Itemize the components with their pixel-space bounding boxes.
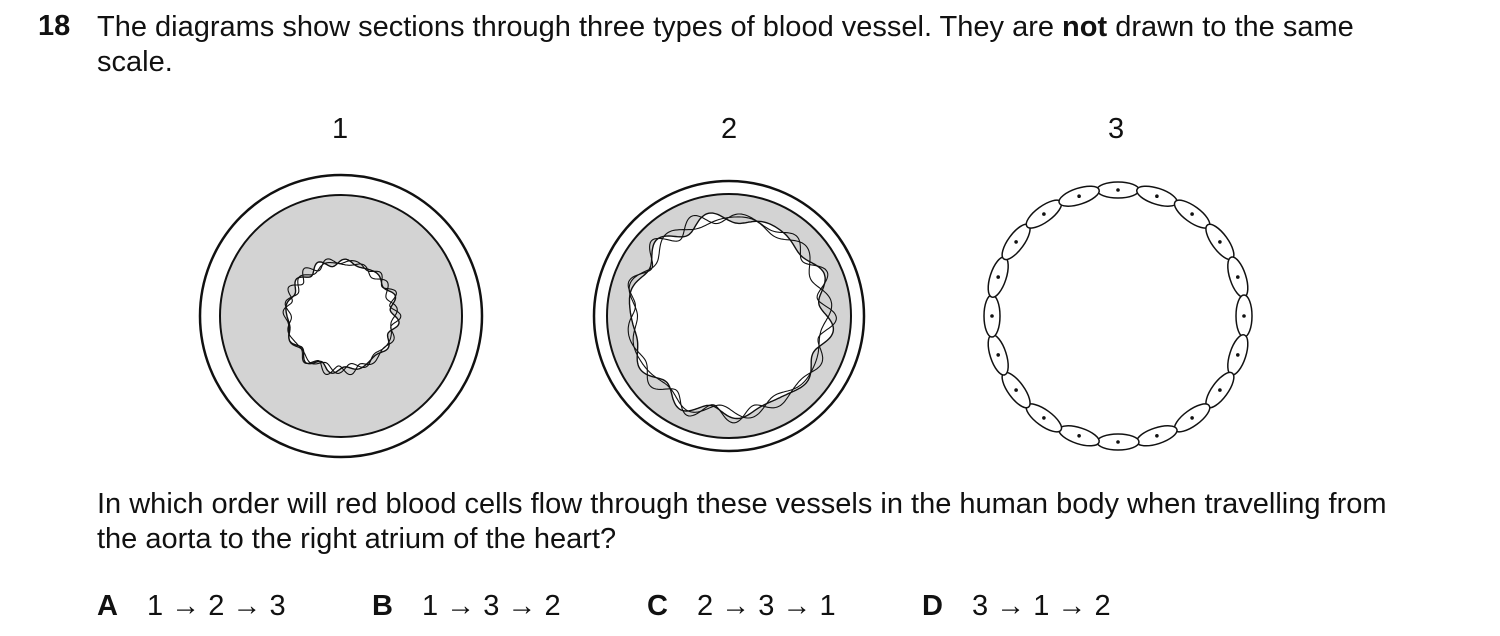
cell-nucleus xyxy=(1014,240,1018,244)
option-d-letter: D xyxy=(922,590,943,622)
option-a[interactable]: A 1 → 2 → 3 xyxy=(97,590,286,623)
cell-nucleus xyxy=(1236,353,1240,357)
cell-nucleus xyxy=(1236,275,1240,279)
option-d[interactable]: D 3 → 1 → 2 xyxy=(922,590,1111,623)
cell-nucleus xyxy=(1155,434,1159,438)
stem-text-1: The diagrams show sections through three… xyxy=(97,11,1063,43)
vessel-1-artery xyxy=(198,173,484,459)
cell-nucleus xyxy=(1155,194,1159,198)
question-number: 18 xyxy=(38,10,71,42)
vessel-1-endothelium xyxy=(284,262,398,374)
vessel-2-endothelium xyxy=(628,216,833,419)
cell-nucleus xyxy=(1042,212,1046,216)
option-b[interactable]: B 1 → 3 → 2 xyxy=(372,590,561,623)
vessel-label-3: 3 xyxy=(1108,113,1125,145)
cell-nucleus xyxy=(990,314,994,318)
question-stem: The diagrams show sections through three… xyxy=(97,10,1427,80)
option-a-letter: A xyxy=(97,590,118,622)
option-c[interactable]: C 2 → 3 → 1 xyxy=(647,590,836,623)
option-c-letter: C xyxy=(647,590,668,622)
cell-nucleus xyxy=(996,275,1000,279)
vessel-2-elastic-layer xyxy=(627,213,837,424)
question-text: In which order will red blood cells flow… xyxy=(97,488,1387,555)
vessel-2-lumen xyxy=(628,212,835,420)
cell-nucleus xyxy=(1116,440,1120,444)
option-b-text: 1 → 3 → 2 xyxy=(422,590,561,622)
vessel-3-capillary xyxy=(983,181,1253,451)
option-c-text: 2 → 3 → 1 xyxy=(697,590,836,622)
option-a-text: 1 → 2 → 3 xyxy=(147,590,286,622)
cell-nucleus xyxy=(1077,194,1081,198)
stem-emphasis: not xyxy=(1062,11,1108,43)
cell-nucleus xyxy=(1190,212,1194,216)
cell-nucleus xyxy=(1116,188,1120,192)
cell-nucleus xyxy=(1014,388,1018,392)
blood-vessel-diagrams xyxy=(198,173,1253,459)
cell-nucleus xyxy=(996,353,1000,357)
cell-nucleus xyxy=(1218,388,1222,392)
cell-nucleus xyxy=(1190,416,1194,420)
cell-nucleus xyxy=(1242,314,1246,318)
option-b-letter: B xyxy=(372,590,393,622)
vessel-label-2: 2 xyxy=(721,113,738,145)
vessel-2-vein xyxy=(592,179,866,453)
cell-nucleus xyxy=(1042,416,1046,420)
stem-text-2: drawn to the same scale. xyxy=(97,11,1354,78)
cell-nucleus xyxy=(1218,240,1222,244)
vessel-label-1: 1 xyxy=(332,113,349,145)
option-d-text: 3 → 1 → 2 xyxy=(972,590,1111,622)
cell-nucleus xyxy=(1077,434,1081,438)
